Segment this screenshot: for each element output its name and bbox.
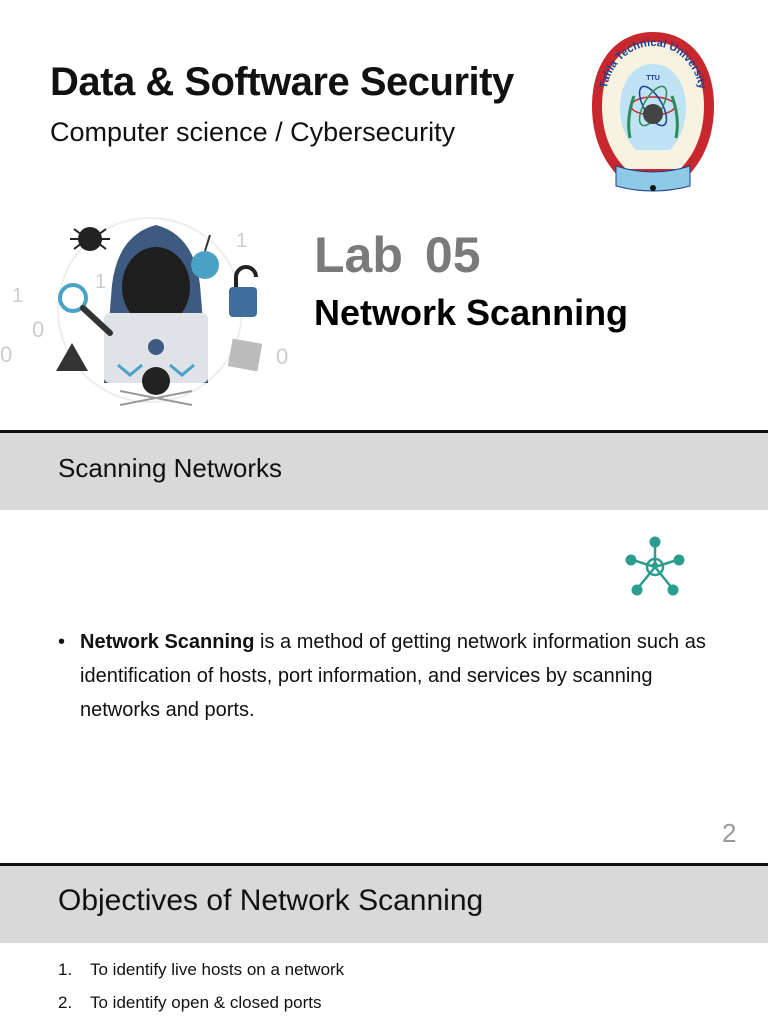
course-title: Data & Software Security [50,60,514,104]
bullet-definition: is a method of getting network informati… [80,631,706,721]
slide-divider [0,430,768,433]
slide-divider [0,863,768,866]
course-subtitle: Computer science / Cybersecurity [50,117,456,147]
objective-item: 1. To identify live hosts on a network [58,960,344,980]
objective-number: 1. [58,960,73,979]
bullet-item: • Network Scanning is a method of gettin… [58,625,718,727]
page-number: 2 [722,818,737,848]
network-nodes-icon [625,536,685,596]
svg-text:1: 1 [95,271,106,293]
objective-number: 2. [58,993,73,1012]
title-slide: Data & Software Security Computer scienc… [0,0,768,430]
svg-text:0: 0 [276,344,288,369]
lab-number: 05 [424,227,481,283]
university-logo: Tafila Technical University TTU [592,32,714,192]
scanning-networks-slide: Scanning Networks • Network Scanning is … [0,433,768,863]
bullet-dot: • [58,631,66,653]
bullet-text: Network Scanning is a method of getting … [80,625,718,727]
bullet-term: Network Scanning [80,631,255,653]
svg-text:0: 0 [0,342,12,367]
heading-band: Scanning Networks [0,433,768,510]
objective-item: 2. To identify open & closed ports [58,993,322,1013]
objective-text: To identify open & closed ports [90,993,322,1012]
lab-label: Lab 05 [314,226,481,284]
objectives-slide: Objectives of Network Scanning 1. To iden… [0,866,768,1024]
svg-text:TTU: TTU [646,75,660,82]
slide-heading: Scanning Networks [58,453,282,483]
lab-topic: Network Scanning [314,292,629,333]
svg-text:0: 0 [32,317,44,342]
svg-text:1: 1 [236,230,247,252]
objective-text: To identify live hosts on a network [90,960,345,979]
lab-word: Lab [314,227,403,283]
slide-heading: Objectives of Network Scanning [58,884,484,917]
svg-text:1: 1 [12,285,23,307]
hacker-illustration: 1 1 1 1 0 0 0 [0,217,288,406]
heading-band: Objectives of Network Scanning [0,866,768,943]
